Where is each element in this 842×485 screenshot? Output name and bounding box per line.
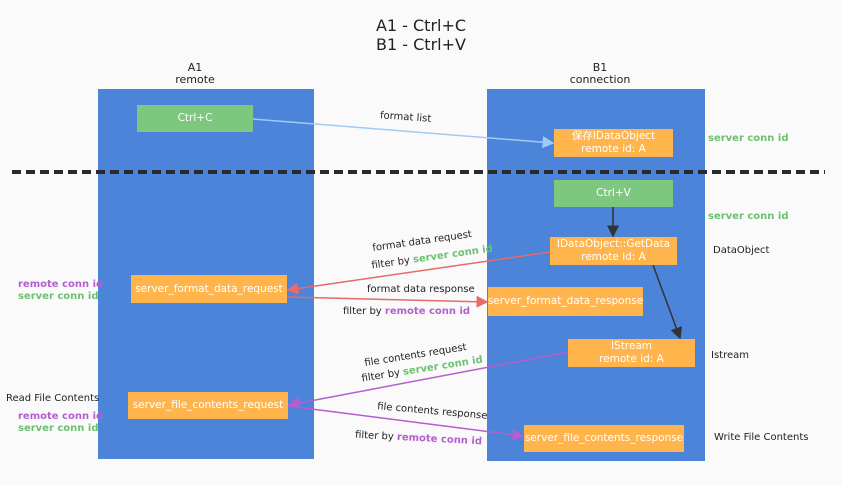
b1-sublabel: connection xyxy=(569,73,631,86)
edge-getdata-istream xyxy=(652,264,682,340)
filter-by-text: filter by xyxy=(354,429,395,443)
istream-label: IStream xyxy=(610,340,653,352)
edge-format-data-request xyxy=(286,251,551,295)
ctrl-v-label: Ctrl+V xyxy=(596,187,631,199)
filter-by-text: filter by xyxy=(343,306,382,317)
left-remote-conn-id-1: remote conn id xyxy=(18,279,104,290)
istream-remote-id: remote id: A xyxy=(599,353,664,365)
title-line1: A1 - Ctrl+C xyxy=(375,16,467,35)
side-server-conn-id-1: server conn id xyxy=(708,133,789,144)
edge-file-contents-response xyxy=(287,405,525,441)
file-contents-request-node: server_file_contents_request xyxy=(128,392,288,419)
format-data-response-label: format data response xyxy=(367,284,475,295)
left-remote-conn-id-2: remote conn id xyxy=(18,411,104,422)
getdata-remote-id: remote id: A xyxy=(581,251,646,263)
edge-format-list xyxy=(252,118,555,149)
format-data-response-node: server_format_data_response xyxy=(488,287,643,316)
file-contents-response-node: server_file_contents_response xyxy=(524,425,684,452)
ctrl-c-label: Ctrl+C xyxy=(177,112,213,124)
side-dataobject: DataObject xyxy=(713,245,770,256)
save-dataobject-label: 保存IDataObject xyxy=(571,130,656,142)
a1-sublabel: remote xyxy=(175,73,215,86)
a1-label: A1 xyxy=(187,61,203,74)
format-data-request-label: server_format_data_request xyxy=(135,282,283,295)
format-data-request-node: server_format_data_request xyxy=(131,275,287,303)
edge-file-contents-request xyxy=(287,351,569,409)
side-write-file-contents: Write File Contents xyxy=(714,432,809,443)
side-istream: Istream xyxy=(711,350,749,361)
getdata-label: IDataObject::GetData xyxy=(556,238,671,250)
left-read-file-contents: Read File Contents xyxy=(6,393,100,404)
edge-format-data-response xyxy=(286,295,489,308)
left-server-conn-id-1: server conn id xyxy=(18,291,99,302)
title-line2: B1 - Ctrl+V xyxy=(376,35,466,54)
ctrl-v-node: Ctrl+V xyxy=(554,180,673,207)
format-data-response-filter: filter by remote conn id xyxy=(343,306,470,317)
side-server-conn-id-2: server conn id xyxy=(708,211,789,222)
remote-conn-id-text: remote conn id xyxy=(384,306,471,317)
left-server-conn-id-2: server conn id xyxy=(18,423,99,434)
save-dataobject-remote-id: remote id: A xyxy=(581,143,646,155)
ctrl-c-node: Ctrl+C xyxy=(137,105,253,132)
format-data-response-label: server_format_data_response xyxy=(487,295,644,307)
b1-label: B1 xyxy=(592,61,608,74)
file-contents-request-label: server_file_contents_request xyxy=(132,399,284,411)
file-contents-response-label: server_file_contents_response xyxy=(524,432,684,444)
